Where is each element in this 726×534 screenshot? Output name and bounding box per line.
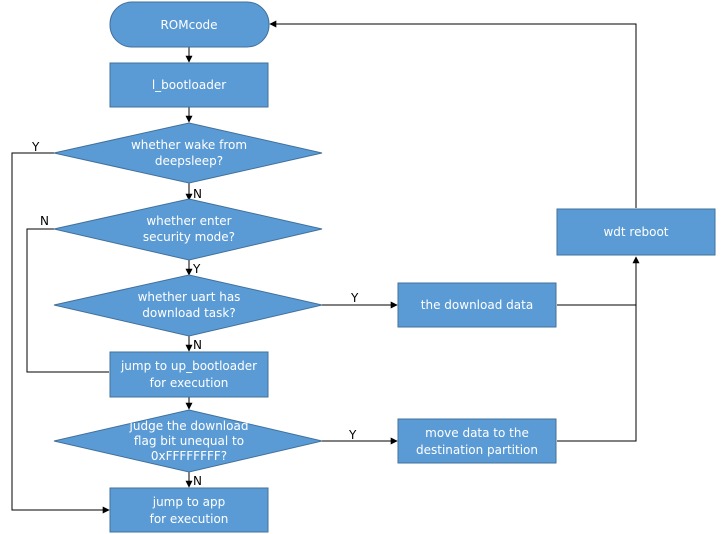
node-move-data: move data to the destination partition [397, 418, 557, 464]
edge-wdt-to-romcode [269, 20, 637, 208]
decision-security-line-1: whether enter [146, 214, 231, 228]
edge-download-to-wdt [557, 256, 640, 306]
node-jump-to-up-bootloader: jump to up_bootloader for execution [109, 351, 269, 398]
label-security-no: N [40, 214, 49, 228]
node-move-line-2: destination partition [416, 443, 538, 457]
edge-labels: Y N N Y Y N Y N [31, 140, 359, 488]
decision-security-mode: whether enter security mode? [53, 198, 323, 261]
node-move-line-1: move data to the [425, 426, 529, 440]
edge-security-no-to-jump-up [26, 228, 109, 373]
node-download-line-1: the download data [421, 298, 533, 312]
decision-wake-line-2: deepsleep? [155, 154, 223, 168]
decision-security-line-2: security mode? [143, 230, 235, 244]
decision-judge-line-3: 0xFFFFFFFF? [151, 449, 227, 463]
node-download-data: the download data [397, 282, 557, 328]
decision-wake-line-1: whether wake from [131, 138, 247, 152]
node-jump-app-line-1: jump to app [152, 495, 226, 509]
node-wdt-reboot: wdt reboot [556, 208, 716, 256]
edge-move-to-wdt [557, 257, 637, 442]
decision-uart-download-task: whether uart has download task? [53, 274, 323, 337]
label-judge-yes: Y [348, 428, 357, 442]
node-wdt-line-1: wdt reboot [603, 225, 668, 239]
node-jump-up-line-1: jump to up_bootloader [120, 359, 257, 373]
label-security-yes: Y [192, 262, 201, 276]
label-judge-no: N [193, 474, 202, 488]
decision-judge-line-1: judge the download [129, 419, 249, 433]
decision-judge-download-flag: judge the download flag bit unequal to 0… [53, 409, 323, 473]
decision-uart-line-2: download task? [142, 306, 235, 320]
label-uart-no: N [193, 338, 202, 352]
decision-wake-from-deepsleep: whether wake from deepsleep? [53, 122, 323, 184]
edge-wake-yes-to-app [11, 152, 110, 514]
label-wake-no: N [193, 187, 202, 201]
label-wake-yes: Y [31, 140, 40, 154]
connectors [11, 20, 640, 514]
node-l-bootloader: l_bootloader [109, 62, 269, 108]
decision-uart-line-1: whether uart has [138, 290, 241, 304]
label-uart-yes: Y [350, 291, 359, 305]
node-jump-to-app: jump to app for execution [109, 487, 269, 533]
decision-judge-line-2: flag bit unequal to [134, 434, 244, 448]
node-jump-up-line-2: for execution [150, 376, 229, 390]
node-jump-app-line-2: for execution [150, 512, 229, 526]
node-romcode: ROMcode [109, 1, 270, 48]
node-romcode-line-1: ROMcode [160, 18, 217, 32]
node-l-bootloader-line-1: l_bootloader [152, 78, 226, 92]
